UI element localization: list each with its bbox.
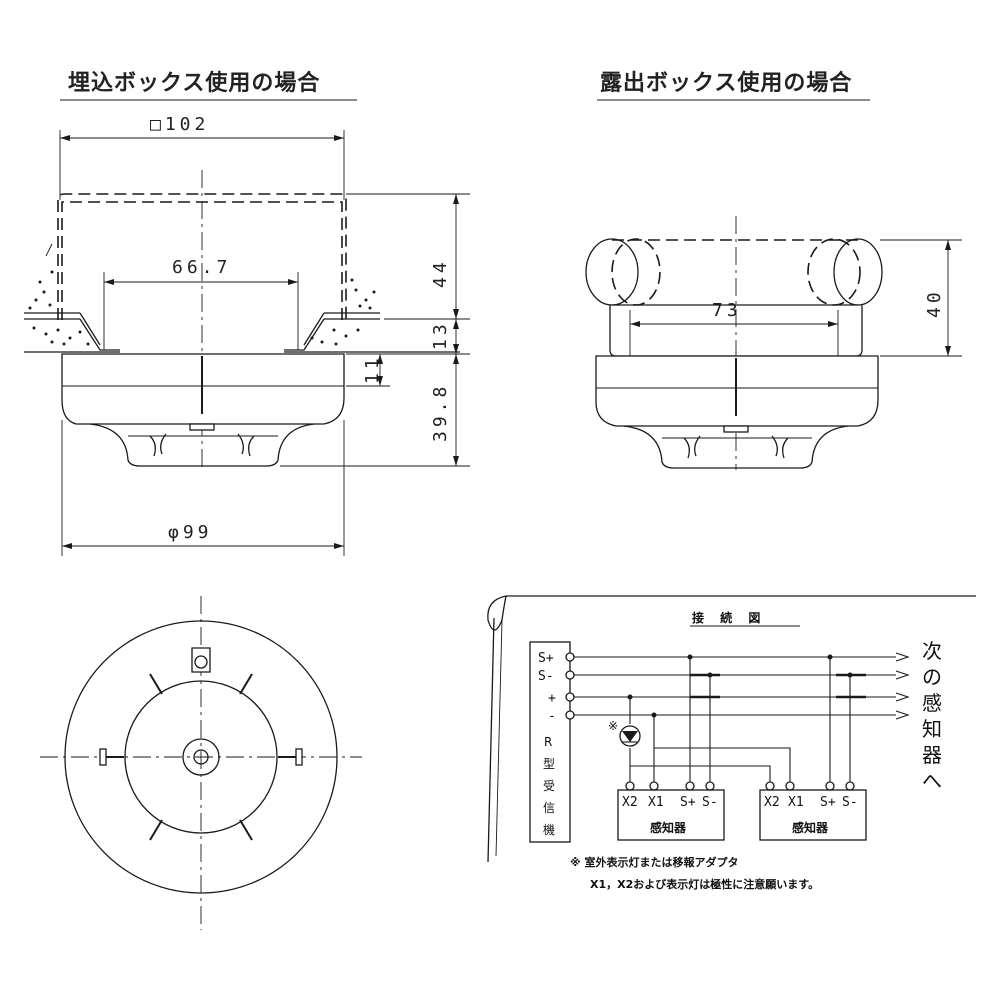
dim-depth-11: 11 <box>362 354 383 384</box>
mounting-tabs <box>149 673 253 841</box>
dim-surface-width: 73 <box>712 300 742 321</box>
det2-label: 感知器 <box>792 820 829 835</box>
dim-surface-height: 40 <box>924 288 945 318</box>
det2-splus: S+ <box>820 795 836 810</box>
wiring-diagram: 接 続 図 S+ S- + - R 型 受 信 機 <box>487 595 976 891</box>
receiver-box <box>529 641 571 843</box>
note-line-1: ※ 室外表示灯または移報アダプタ <box>570 855 739 869</box>
dim-height-398: 39.8 <box>430 383 451 442</box>
conduit-left <box>585 238 639 306</box>
terminal-plus: + <box>548 691 556 706</box>
detector-box-2 <box>759 789 867 841</box>
surface-mount-title: 露出ボックス使用の場合 <box>600 70 852 96</box>
terminal-s-plus: S+ <box>538 651 554 666</box>
bus-lines <box>574 656 896 716</box>
receiver-label: R 型 受 信 機 <box>543 735 559 837</box>
terminal-s-minus: S- <box>538 669 554 684</box>
flush-mount-title: 埋込ボックス使用の場合 <box>68 70 320 96</box>
dim-inner-width: 66.7 <box>172 257 231 278</box>
det2-sminus: S- <box>842 795 858 810</box>
wiring-title: 接 続 図 <box>692 610 766 625</box>
top-view <box>40 596 362 930</box>
det1-label: 感知器 <box>650 820 687 835</box>
det1-splus: S+ <box>680 795 696 810</box>
det2-x2: X2 <box>764 795 780 810</box>
dim-depth-13: 13 <box>430 320 451 350</box>
side-screws <box>99 748 303 766</box>
surface-mount-view: 露出ボックス使用の場合 73 40 <box>585 70 962 470</box>
terminal-minus: - <box>548 709 556 724</box>
det1-x1: X1 <box>648 795 664 810</box>
indicator-lamp <box>619 725 641 747</box>
detector-box-1 <box>617 789 725 841</box>
dim-box-width: □102 <box>150 114 209 135</box>
det1-sminus: S- <box>702 795 718 810</box>
insulation-dots-right <box>310 278 376 346</box>
det1-x2: X2 <box>622 795 638 810</box>
dim-diameter: φ99 <box>168 522 213 543</box>
det2-x1: X1 <box>788 795 804 810</box>
note-line-2: X1，X2および表示灯は極性に注意願います。 <box>590 877 819 891</box>
next-detector-label: 次 の 感 知 器 へ <box>922 639 948 793</box>
flush-mount-view: 埋込ボックス使用の場合 □102 <box>24 70 470 556</box>
dim-depth-44: 44 <box>430 258 451 288</box>
insulation-dots-left <box>28 270 90 346</box>
indicator-mark: ※ <box>608 719 618 733</box>
receiver-terminals <box>565 652 575 720</box>
